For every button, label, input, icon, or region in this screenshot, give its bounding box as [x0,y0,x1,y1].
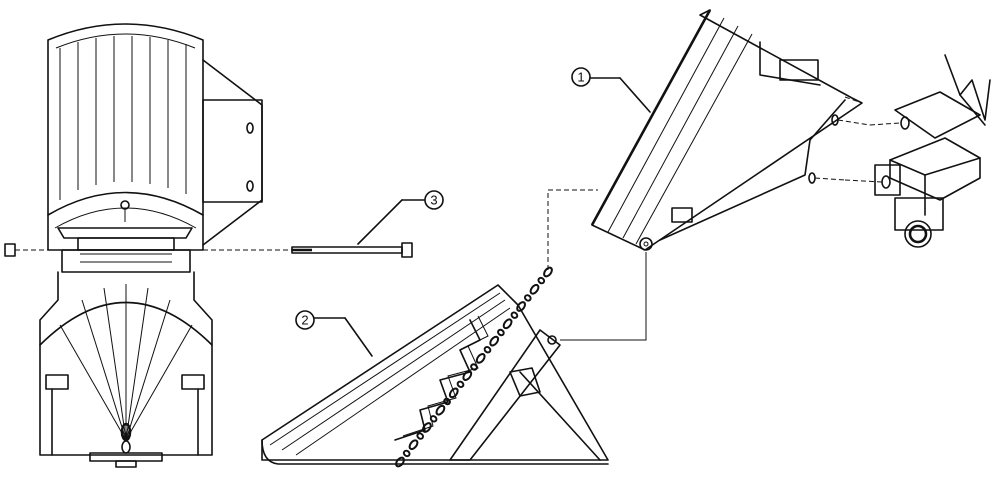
front-view-hood [47,23,204,251]
chain-link [529,283,540,295]
front-view-hinge-collar [57,227,193,273]
chain-link [516,301,526,312]
front-view-left-bolt [4,243,48,257]
chain-link [475,353,486,364]
hood-part-1 [590,9,863,251]
chain-link [422,422,432,433]
front-view-assembly [4,23,263,468]
chain-link [416,432,425,440]
callout-1-label: 1 [577,70,584,85]
chain-link [510,311,519,319]
chute-part-2 [261,284,609,465]
front-view-lower-chute [39,271,213,468]
chain-link [402,449,411,458]
chain [395,266,553,468]
callout-3: 3 [357,190,444,245]
chain-link [448,387,459,399]
chain-link [443,397,451,406]
chain-link [408,439,419,451]
chain-link [395,456,405,468]
chain-link [537,276,546,285]
chain-link [543,266,553,278]
callout-1: 1 [571,67,651,113]
mount-bracket [814,54,991,248]
chain-link [470,363,478,371]
callout-3-label: 3 [430,193,437,208]
chain-link [429,415,438,423]
chain-link [489,335,500,347]
chain-link [435,404,446,416]
chain-link [502,318,513,330]
connection-lines [547,189,647,341]
callout-2: 2 [295,310,373,357]
chain-link [523,294,532,302]
front-view-side-bracket [202,59,263,246]
bolt-part-3 [203,242,413,258]
chain-link [456,380,465,388]
chain-link [483,346,492,354]
chain-link [462,370,473,381]
chain-link [497,328,505,337]
callout-2-label: 2 [301,313,308,328]
